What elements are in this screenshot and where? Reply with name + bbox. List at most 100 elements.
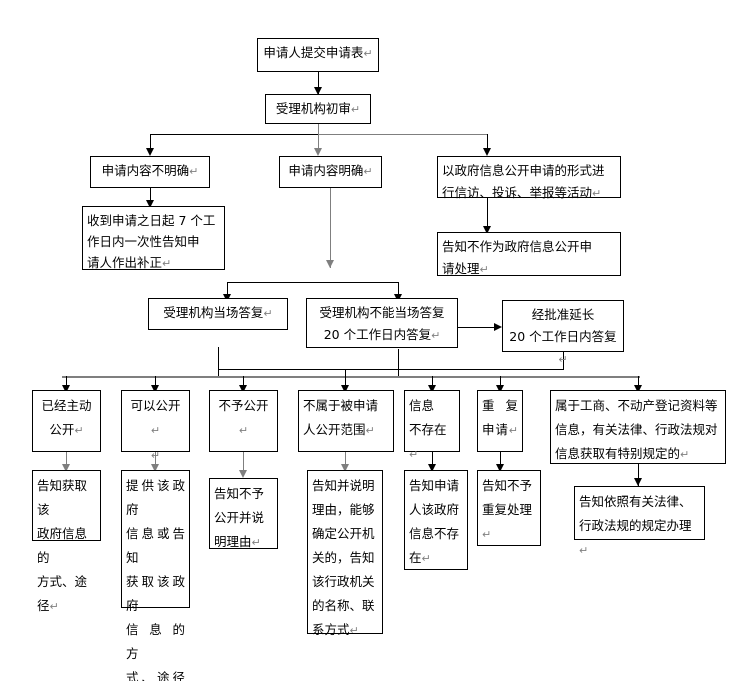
arrowhead-r4-r5-3	[238, 470, 247, 478]
arrowhead-r4-r5-7	[633, 478, 642, 486]
node-special-regulated[interactable]: 属于工商、不动产登记资料等 信息，有关法律、行政法规对 信息获取有特别规定的↵	[550, 390, 726, 464]
node-label-content-unclear: 申请内容不明确	[101, 163, 190, 178]
edge-clear-stem	[330, 188, 331, 268]
arrowhead-clear-stem	[325, 260, 334, 268]
node-label-tell-reason-and-agency: 告知并说明 理由，能够 确定公开机 关的，告知 该行政机关 的名称、联 系方式	[312, 478, 375, 637]
node-tell-follow-law[interactable]: 告知依照有关法律、 行政法规的规定办理↵	[574, 486, 705, 557]
arrowhead-unclear-to-supplement	[145, 200, 154, 208]
node-tell-info-not-exist[interactable]: 告知申请 人该政府 信息不存 在↵	[404, 470, 468, 570]
edge-clear-drop-left	[227, 282, 228, 298]
pilcrow-icon: ↵	[363, 165, 373, 178]
edge-submit-to-review	[318, 72, 319, 94]
node-cannot-answer-on-spot[interactable]: 受理机构不能当场答复 20 个工作日内答复↵	[306, 298, 458, 348]
node-as-petition-form[interactable]: 以政府信息公开申请的形式进 行信访、投诉、举报等活动↵	[437, 156, 621, 200]
edge-row3-join-stem	[345, 369, 346, 376]
edge-r4-r5-1	[66, 452, 67, 468]
node-answer-on-spot[interactable]: 受理机构当场答复↵	[148, 298, 288, 330]
edge-outcome-drop-1	[66, 376, 67, 390]
node-label-approved-extension: 经批准延长 20 个工作日内答复	[509, 307, 617, 344]
node-tell-access-way[interactable]: 告知获取该 政府信息的 方式、途径↵	[32, 470, 101, 613]
pilcrow-icon: ↵	[251, 536, 261, 549]
arrowhead-review-to-petition	[482, 148, 491, 156]
edge-r4-r5-7	[638, 464, 639, 486]
edge-r4-r5-6	[500, 452, 501, 468]
pilcrow-icon: ↵	[592, 187, 602, 200]
edge-review-bar-left	[150, 134, 319, 135]
node-label-content-clear: 申请内容明确	[288, 163, 364, 178]
node-label-supplement-notice: 收到申请之日起 7 个工 作日内一次性告知申 请人作出补正	[87, 213, 216, 270]
arrowhead-outcome-4	[340, 385, 349, 393]
node-label-tell-refuse-reason: 告知不予 公开并说 明理由	[214, 486, 265, 549]
arrowhead-outcome-6	[495, 385, 504, 393]
node-content-clear[interactable]: 申请内容明确↵	[279, 156, 382, 188]
node-label-tell-no-repeat: 告知不予 重复处理	[482, 478, 533, 517]
edge-review-stem	[318, 124, 319, 135]
arrowhead-outcome-3	[238, 385, 247, 393]
node-content-unclear[interactable]: 申请内容不明确↵	[90, 156, 210, 188]
node-label-tell-info-not-exist: 告知申请 人该政府 信息不存 在	[409, 478, 460, 565]
arrowhead-review-to-clear	[313, 148, 322, 156]
pilcrow-icon: ↵	[363, 47, 373, 60]
node-supplement-notice[interactable]: 收到申请之日起 7 个工 作日内一次性告知申 请人作出补正↵	[82, 206, 225, 270]
pilcrow-icon: ↵	[508, 424, 518, 437]
edge-outcome-drop-5	[432, 376, 433, 390]
node-approved-extension[interactable]: 经批准延长 20 个工作日内答复 ↵	[502, 300, 624, 366]
edge-clear-drop-right	[398, 282, 399, 298]
node-label-tell-access-way: 告知获取该 政府信息的 方式、途径	[37, 478, 88, 613]
pilcrow-icon: ↵	[579, 544, 589, 557]
edge-clear-split-bar	[227, 282, 399, 283]
node-info-not-exist[interactable]: 信息 不存在 ↵	[404, 390, 460, 461]
node-label-info-not-exist: 信息 不存在	[409, 398, 447, 437]
pilcrow-icon: ↵	[162, 257, 172, 270]
arrowhead-outcome-1	[61, 385, 70, 393]
node-label-answer-on-spot: 受理机构当场答复	[163, 305, 264, 320]
node-not-treated-as-application[interactable]: 告知不作为政府信息公开申 请处理↵	[437, 232, 621, 276]
edge-outcome-drop-6	[500, 376, 501, 390]
arrowhead-r4-r5-5	[427, 464, 436, 472]
pilcrow-icon: ↵	[558, 353, 568, 366]
arrowhead-outcome-5	[427, 385, 436, 393]
edge-r4-r5-2	[155, 452, 156, 468]
edge-outcome-bar	[62, 376, 640, 378]
node-submit-form[interactable]: 申请人提交申请表↵	[257, 38, 379, 72]
edge-notonspot-down	[398, 349, 399, 376]
node-tell-refuse-reason[interactable]: 告知不予 公开并说 明理由↵	[209, 478, 278, 549]
node-label-no-disclose: 不予公开	[218, 398, 269, 413]
edge-onspot-down	[218, 347, 219, 376]
edge-review-bar-right	[318, 134, 488, 135]
edge-outcome-drop-2	[155, 376, 156, 390]
node-label-not-in-scope: 不属于被申请 人公开范围	[303, 398, 379, 437]
pilcrow-icon: ↵	[350, 103, 361, 116]
edge-outcome-drop-7	[638, 376, 639, 390]
pilcrow-icon: ↵	[409, 448, 419, 461]
node-tell-no-repeat[interactable]: 告知不予 重复处理 ↵	[477, 470, 541, 546]
edge-petition-to-not-treated	[487, 198, 488, 232]
pilcrow-icon: ↵	[421, 552, 431, 565]
pilcrow-icon: ↵ ↵	[150, 424, 161, 462]
node-label-already-disclosed: 已经主动 公开	[41, 398, 92, 437]
arrowhead-r4-r5-1	[61, 464, 70, 472]
node-tell-reason-and-agency[interactable]: 告知并说明 理由，能够 确定公开机 关的，告知 该行政机关 的名称、联 系方式↵	[307, 470, 383, 637]
pilcrow-icon: ↵	[263, 307, 273, 320]
node-label-initial-review: 受理机构初审	[275, 101, 351, 116]
arrowhead-petition-to-not-treated	[482, 226, 491, 234]
pilcrow-icon: ↵	[238, 424, 249, 437]
node-repeat-application[interactable]: 重 复 申请↵	[477, 390, 523, 452]
pilcrow-icon: ↵	[482, 528, 492, 541]
node-label-as-petition-form: 以政府信息公开申请的形式进 行信访、投诉、举报等活动	[442, 163, 605, 200]
edge-notonspot-to-extension	[458, 327, 498, 328]
edge-review-drop-3	[487, 134, 488, 152]
pilcrow-icon: ↵	[189, 165, 199, 178]
pilcrow-icon: ↵	[365, 424, 375, 437]
arrowhead-notonspot-to-extension	[494, 322, 502, 331]
node-already-disclosed[interactable]: 已经主动 公开↵	[32, 390, 101, 452]
arrowhead-r4-r5-4	[340, 464, 349, 472]
node-initial-review[interactable]: 受理机构初审↵	[265, 94, 371, 124]
node-provide-or-tell-way[interactable]: 提供该政府 信息或告知 获取该政府 信 息 的 方 式、途径和 时间↵	[121, 470, 190, 681]
arrowhead-outcome-7	[633, 385, 642, 393]
pilcrow-icon: ↵	[74, 424, 84, 437]
node-can-disclose[interactable]: 可以公开↵ ↵	[121, 390, 190, 462]
node-label-submit-form: 申请人提交申请表	[263, 45, 364, 60]
node-no-disclose[interactable]: 不予公开 ↵	[209, 390, 278, 452]
node-not-in-scope[interactable]: 不属于被申请 人公开范围↵	[298, 390, 394, 452]
